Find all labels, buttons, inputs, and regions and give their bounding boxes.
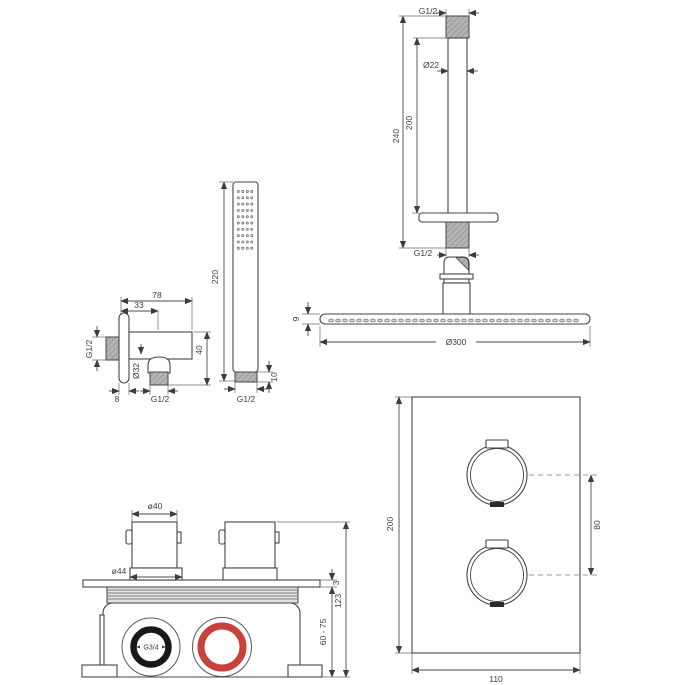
arm-len-total-label: 240: [391, 129, 401, 143]
cartridge-right-base: [222, 567, 278, 581]
knob-top-marker: [490, 502, 504, 507]
cartridge-left-tab: [125, 529, 133, 545]
elbow-wall-thread: [105, 336, 120, 361]
valve-height-label: 123: [333, 594, 343, 608]
handshower-thread: [234, 371, 258, 383]
arm-pipe: [447, 37, 468, 215]
valve-foot-left: [81, 664, 118, 678]
valve-thread-label: G3/4: [143, 645, 158, 652]
elbow-thread-out-label: G1/2: [151, 394, 170, 404]
elbow-arm: [128, 331, 193, 360]
knob-bottom-marker: [490, 602, 504, 607]
valve-side-tab: [99, 614, 105, 666]
elbow-height-label: 40: [194, 345, 204, 355]
valve-foot-right: [287, 664, 323, 678]
valve-wall-plate: [82, 579, 321, 588]
hand-shower: 220 10 G1/2: [210, 181, 279, 404]
elbow-outlet-thread: [149, 371, 169, 386]
arm-len-inner-label: 200: [404, 116, 414, 130]
elbow-spout-dia-label: Ø32: [131, 363, 141, 379]
base-dia-label: ø44: [112, 566, 127, 576]
head-ball-joint-wedge: [455, 257, 469, 271]
control-plate: 80 200 110: [385, 396, 602, 684]
valve-body: G3/4 ø40 ø44 3 60 - 75 123: [81, 501, 350, 678]
head-thickness-label: 9: [291, 316, 301, 321]
cartridge-right-tab2: [274, 531, 280, 544]
elbow-plate-thickness-label: 8: [115, 394, 120, 404]
handshower-thread-label: G1/2: [237, 394, 256, 404]
cartridge-left-tab2: [176, 531, 182, 544]
elbow-thread-in-label: G1/2: [84, 340, 94, 359]
cartridge-right-tab: [218, 529, 226, 545]
elbow-offset-label: 33: [134, 300, 144, 310]
valve-cartridge-left: [131, 521, 178, 569]
arm-bottom-thread-label: G1/2: [414, 248, 433, 258]
arm-top-thread-label: G1/2: [419, 6, 438, 16]
knob-bottom-outer: [466, 544, 528, 606]
plate-width-label: 110: [489, 674, 503, 684]
valve-depth-label: 60 - 75: [318, 618, 328, 645]
arm-pipe-dia-label: Ø22: [423, 60, 439, 70]
valve-plate-thickness-label: 3: [331, 580, 341, 585]
handshower-nipple-label: 10: [269, 372, 279, 382]
valve-thread-label-bg: [140, 642, 162, 651]
knob-bottom-tab: [485, 539, 509, 549]
cartridge-dia-label: ø40: [148, 501, 163, 511]
arm-ceiling-flange: [418, 212, 499, 223]
plate-face: [411, 396, 581, 654]
elbow-spout-dome: [147, 356, 171, 374]
arm-bottom-thread: [445, 221, 470, 249]
valve-cartridge-right: [224, 521, 276, 569]
knob-top-outer: [466, 444, 528, 506]
handshower-body: [232, 181, 259, 373]
arm-top-thread: [445, 15, 470, 39]
head-joint-cylinder: [442, 282, 471, 315]
head-joint-collar: [439, 273, 474, 280]
head-diameter-label: Ø300: [446, 337, 467, 347]
overhead-shower: 9 Ø300: [291, 256, 591, 347]
hot-port-ring: [197, 622, 247, 672]
head-nozzles: [328, 318, 579, 323]
elbow-width-label: 78: [152, 290, 162, 300]
knob-top-tab: [485, 439, 509, 449]
wall-outlet-elbow: 78 33 G1/2 Ø32 40 8 G1/2: [84, 290, 211, 404]
plate-knob-spacing-label: 80: [592, 520, 602, 530]
handshower-spray-dots: [236, 190, 254, 250]
handshower-length-label: 220: [210, 270, 220, 284]
valve-seal-ribs: [106, 586, 299, 604]
plate-height-label: 200: [385, 517, 395, 531]
elbow-escutcheon: [118, 312, 130, 384]
cartridge-left-base: [129, 567, 183, 581]
ceiling-shower-arm: G1/2 Ø22 200 240 G1/2: [391, 6, 499, 259]
head-joint-collar2: [443, 278, 470, 284]
